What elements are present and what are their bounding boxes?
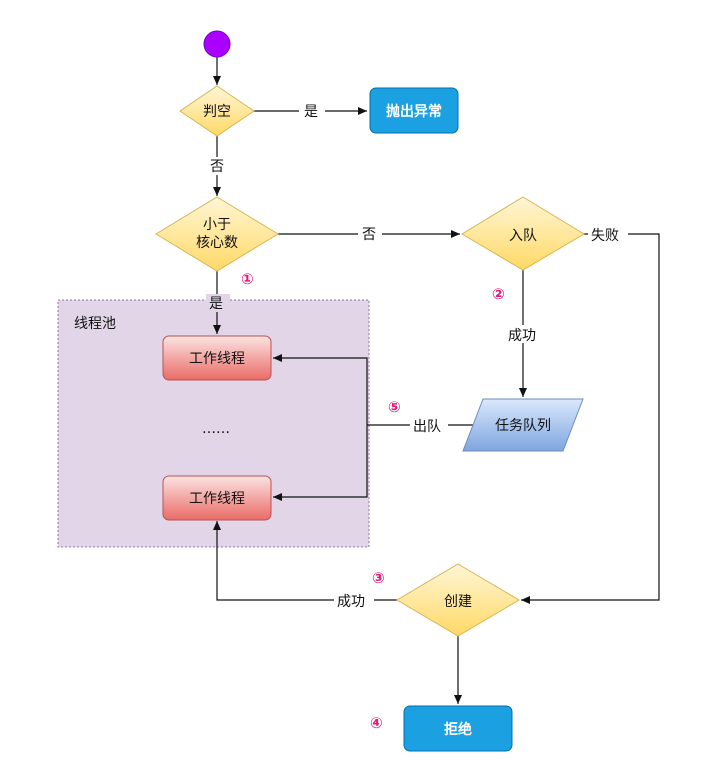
edge-label-enqueue-success: 成功 (508, 328, 536, 344)
worker-thread-2-label: 工作线程 (189, 491, 245, 507)
enqueue-label: 入队 (509, 228, 537, 244)
edge-label-dequeue: 出队 (413, 419, 441, 435)
edge-label-empty-no: 否 (210, 159, 224, 175)
edge-label-core-no: 否 (362, 227, 376, 243)
create-label: 创建 (444, 594, 472, 610)
worker-thread-1 (162, 335, 272, 381)
edge-dequeue-to-worker1 (273, 354, 368, 425)
task-queue (462, 398, 584, 452)
edge-dequeue-to-worker2 (273, 425, 368, 501)
throw-exception-label: 抛出异常 (386, 103, 442, 120)
pool-ellipsis: …… (202, 421, 230, 437)
marker-2: ② (492, 285, 505, 303)
task-queue-label: 任务队列 (495, 418, 551, 434)
less-than-core-line2: 核心数 (196, 235, 238, 251)
reject-box (403, 705, 513, 752)
edge-label-core-yes: 是 (209, 296, 223, 312)
less-than-core-line1: 小于 (203, 217, 231, 233)
marker-3: ③ (372, 569, 385, 587)
throw-exception-box (369, 87, 459, 134)
thread-pool-label: 线程池 (74, 316, 116, 332)
worker-thread-1-label: 工作线程 (189, 351, 245, 367)
enqueue-decision (461, 196, 585, 271)
marker-5: ⑤ (388, 398, 401, 416)
less-than-core-decision (155, 196, 279, 272)
edge-label-enqueue-fail: 失败 (591, 228, 619, 244)
marker-1: ① (241, 270, 254, 288)
edge-label-empty-yes: 是 (304, 104, 318, 120)
reject-label: 拒绝 (444, 721, 472, 738)
create-decision (396, 563, 520, 637)
check-empty-decision (179, 85, 255, 137)
check-empty-label: 判空 (203, 104, 231, 120)
marker-4: ④ (370, 714, 383, 732)
start-node (203, 30, 231, 58)
worker-thread-2 (162, 475, 272, 521)
edge-label-create-success: 成功 (337, 594, 365, 610)
